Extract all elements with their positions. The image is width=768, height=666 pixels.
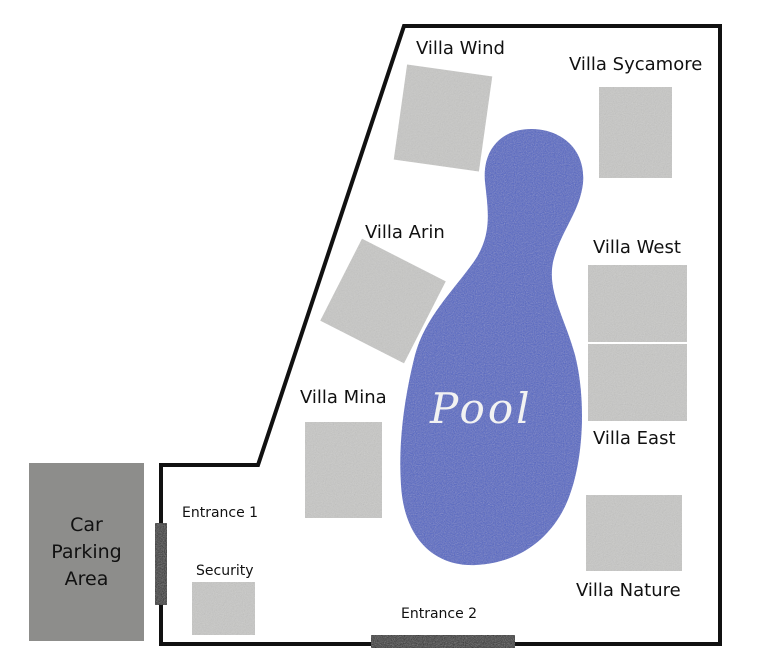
entrance-1-gate (154, 522, 168, 606)
entrance-2-label: Entrance 2 (401, 606, 478, 622)
parking-label-line-2: Parking (51, 540, 122, 563)
pool (400, 129, 584, 566)
entrance-1-label: Entrance 1 (182, 505, 259, 521)
villa-sycamore-building (599, 87, 672, 178)
entrance-2-gate (370, 634, 516, 649)
car-parking-area: Car Parking Area (29, 463, 144, 641)
security-building (192, 582, 255, 635)
villa-sycamore-label: Villa Sycamore (569, 54, 703, 75)
security-label: Security (196, 563, 254, 579)
villa-nature-label: Villa Nature (576, 580, 681, 601)
villa-west-building (588, 265, 687, 342)
parking-label-line-3: Area (64, 567, 109, 590)
villa-nature-building (586, 495, 682, 571)
parking-label-line-1: Car (70, 513, 103, 536)
villa-mina-label: Villa Mina (300, 387, 387, 408)
villa-east-label: Villa East (593, 428, 676, 449)
pool-label: Pool (430, 384, 533, 433)
villa-east-building (588, 344, 687, 421)
property-boundary (159, 24, 722, 646)
villa-west-label: Villa West (593, 237, 681, 258)
villa-mina-building (305, 422, 382, 518)
villa-wind-building (393, 64, 493, 172)
villa-arin-building (320, 238, 446, 364)
villa-arin-label: Villa Arin (365, 222, 445, 243)
villa-wind-label: Villa Wind (416, 38, 505, 59)
